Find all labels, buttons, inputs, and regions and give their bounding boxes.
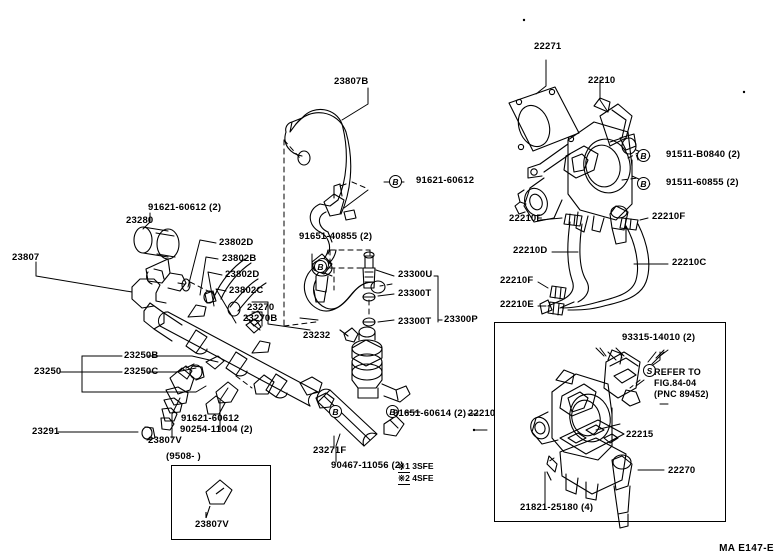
injector-art: [141, 355, 225, 441]
label-insulator-23807v: 23807V: [148, 435, 182, 446]
legend-row-1: ※1 3SFE: [398, 461, 434, 473]
label-hose-23802b: 23802B: [222, 253, 257, 264]
label-screw-21821: 21821-25180 (4): [520, 502, 594, 513]
label-clamp-22210e-low: 22210E: [500, 299, 534, 310]
pressure-regulator-art: [133, 226, 191, 292]
refer-to-line-1: REFER TO: [654, 367, 701, 377]
legend-engine-2: 4SFE: [412, 473, 434, 483]
label-gasket-22215: 22215: [626, 429, 654, 440]
label-bolt-91651-40855: 91651-40855 (2): [299, 231, 373, 242]
label-hose-23802d-2: 23802D: [225, 269, 260, 280]
coolant-hose-art: [539, 213, 650, 316]
fuel-hose-group-art: [203, 258, 267, 334]
bubble-b-91651-60614: B: [386, 405, 399, 418]
label-bolt-23232: 23232: [303, 330, 331, 341]
inset-throttle-art: [530, 349, 641, 529]
label-hose-23807b: 23807B: [334, 76, 369, 87]
inset-left-part-label: 23807V: [195, 519, 229, 530]
legend-engine-1: 3SFE: [412, 461, 434, 471]
refer-to-line-3: (PNC 89452): [654, 389, 709, 399]
label-insulator-23270: 23270: [247, 302, 275, 313]
label-insulator-23270b: 23270B: [243, 313, 278, 324]
label-grommet-23291: 23291: [32, 426, 60, 437]
label-clamp-22210e-top: 22210E: [509, 213, 543, 224]
sheet-footer-code: MA E147-E: [719, 543, 774, 554]
label-hose-23802c: 23802C: [229, 285, 264, 296]
label-throttle-body-22210: 22210: [588, 75, 616, 86]
label-clamp-22210f-low: 22210F: [500, 275, 534, 286]
label-fuel-rail-23807: 23807: [12, 252, 40, 263]
label-oring-23250c: 23250C: [124, 366, 159, 377]
label-bolt-91511-60855: 91511-60855 (2): [666, 177, 739, 188]
label-filter-23250: 23250: [34, 366, 62, 377]
inset-left-box: [171, 465, 271, 540]
label-hose-23802d-1: 23802D: [219, 237, 254, 248]
damper-23300p-art: [339, 326, 411, 403]
label-damper-23300p: 23300P: [444, 314, 478, 325]
label-hose-22210c: 22210C: [672, 257, 707, 268]
label-bolt-90467: 90467-11056 (2): [331, 460, 404, 471]
hose-23271f-art: [316, 388, 405, 447]
label-bolt-91651-60614: 91651-60614 (2): [393, 408, 467, 419]
label-bolt-23300u: 23300U: [398, 269, 433, 280]
label-gasket-22271: 22271: [534, 41, 562, 52]
label-washer-23300t-1: 23300T: [398, 288, 432, 299]
label-washer-23300t-2: 23300T: [398, 316, 432, 327]
label-reg-bolts-91621: 91621-60612 (2): [148, 202, 222, 213]
hose-23807b-art: [284, 108, 386, 312]
label-clip-91621: 91621-60612: [416, 175, 475, 186]
throttle-body-22210-art: [514, 97, 637, 245]
label-oring-23250b: 23250B: [124, 350, 159, 361]
bubble-s-sensor: S: [643, 364, 656, 377]
label-clamp-90254: 90254-11004 (2): [180, 424, 253, 435]
label-bolt-91511-b0840: 91511-B0840 (2): [666, 149, 741, 160]
bubble-b-91511-60855: B: [637, 177, 650, 190]
label-clamp-22210f-top: 22210F: [652, 211, 686, 222]
insulator-art: [205, 374, 275, 415]
bubble-b-bolt-91651-40855: B: [314, 260, 327, 273]
bubble-b-91511-b0840: B: [637, 149, 650, 162]
fuel-rail-art: [131, 278, 335, 409]
label-hose-23271f: 23271F: [313, 445, 347, 456]
label-hose-22210d: 22210D: [513, 245, 548, 256]
bubble-b-clip-91621: B: [389, 175, 402, 188]
legend-row-2: ※2 4SFE: [398, 473, 434, 485]
refer-to-note: REFER TO FIG.84-04 (PNC 89452): [654, 367, 709, 400]
label-valve-22270: 22270: [668, 465, 696, 476]
inset-right-box: [494, 322, 726, 522]
label-sensor-93315: 93315-14010 (2): [622, 332, 696, 343]
legend-mark-2: ※2: [398, 473, 410, 485]
legend-mark-1: ※1: [398, 461, 410, 473]
engine-legend: ※1 3SFE ※2 4SFE: [398, 461, 434, 485]
refer-to-line-2: FIG.84-04: [654, 378, 697, 388]
label-throttle-ref-22210: 22210: [468, 408, 496, 419]
label-regulator-23280: 23280: [126, 215, 154, 226]
bubble-b-lower-91621: B: [329, 405, 342, 418]
label-bolt-91621-lower: 91621-60612: [181, 413, 240, 424]
inset-left-date-range: (9508- ): [166, 451, 201, 462]
